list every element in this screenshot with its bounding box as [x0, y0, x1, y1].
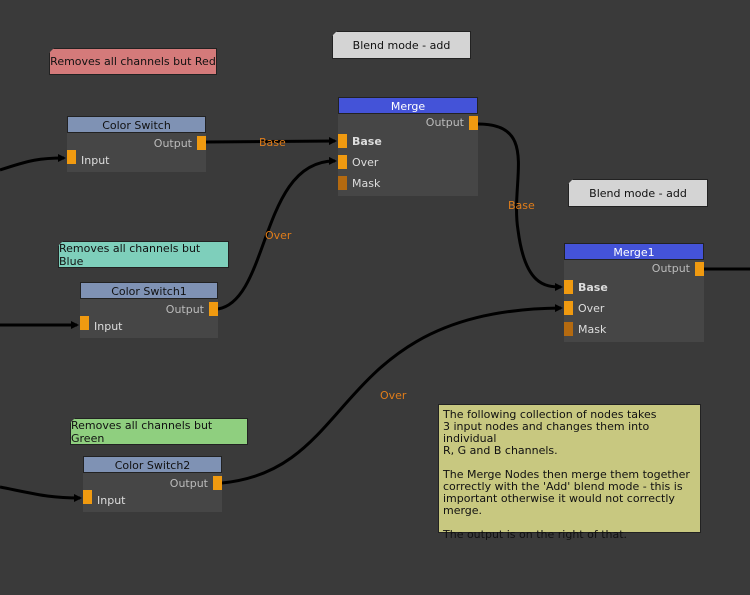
- sticky-note-green[interactable]: Removes all channels but Green: [70, 418, 248, 445]
- wire-merge-merge1-base: [477, 122, 563, 291]
- output-port[interactable]: [695, 262, 704, 276]
- wire-label-over: Over: [380, 389, 407, 402]
- input-port[interactable]: [83, 490, 92, 504]
- wire-cs2-merge1-over: [221, 304, 563, 485]
- output-port[interactable]: [213, 476, 222, 490]
- input-label: Base: [352, 135, 382, 148]
- wire-in-cs2: [0, 485, 82, 502]
- node-title[interactable]: Merge1: [564, 243, 704, 260]
- node-title[interactable]: Color Switch2: [83, 456, 222, 473]
- wire-cs1-merge-over: [217, 156, 337, 311]
- node-color-switch2[interactable]: Color Switch2 Output Input: [83, 456, 222, 512]
- sticky-note-red[interactable]: Removes all channels but Red: [49, 48, 217, 75]
- sticky-note-blend-mode[interactable]: Blend mode - add: [332, 31, 471, 59]
- node-color-switch1[interactable]: Color Switch1 Output Input: [80, 282, 218, 338]
- input-port-mask[interactable]: [338, 176, 347, 190]
- input-label: Input: [94, 320, 123, 333]
- node-title[interactable]: Color Switch: [67, 116, 206, 133]
- node-merge1[interactable]: Merge1 Output Base Over Mask: [564, 243, 704, 342]
- input-label: Input: [97, 494, 126, 507]
- node-color-switch[interactable]: Color Switch Output Input: [67, 116, 206, 172]
- input-port-over[interactable]: [338, 155, 347, 169]
- sticky-note-blue[interactable]: Removes all channels but Blue: [58, 241, 229, 268]
- wire-label-base: Base: [259, 136, 286, 149]
- input-port-base[interactable]: [338, 134, 347, 148]
- node-merge[interactable]: Merge Output Base Over Mask: [338, 97, 478, 196]
- output-port[interactable]: [209, 302, 218, 316]
- wire-label-over: Over: [265, 229, 292, 242]
- output-port[interactable]: [197, 136, 206, 150]
- output-label: Output: [425, 116, 464, 129]
- node-title[interactable]: Merge: [338, 97, 478, 114]
- input-label: Input: [81, 154, 110, 167]
- input-label: Over: [578, 302, 605, 315]
- wire-label-base: Base: [508, 199, 535, 212]
- sticky-note-blend-mode[interactable]: Blend mode - add: [568, 179, 708, 207]
- sticky-note-text: Blend mode - add: [589, 186, 687, 200]
- input-port[interactable]: [80, 316, 89, 330]
- output-port[interactable]: [469, 116, 478, 130]
- output-label: Output: [165, 303, 204, 316]
- input-label: Base: [578, 281, 608, 294]
- sticky-note-text: Removes all channels but Blue: [59, 241, 201, 268]
- input-label: Over: [352, 156, 379, 169]
- sticky-note-text: Removes all channels but Red: [50, 55, 216, 68]
- wire-in-cs0: [0, 154, 66, 172]
- sticky-note-text: Blend mode - add: [352, 38, 451, 52]
- output-label: Output: [169, 477, 208, 490]
- input-label: Mask: [578, 323, 607, 336]
- wire-cs0-merge-base: [205, 137, 337, 146]
- info-note[interactable]: The following collection of nodes takes …: [438, 404, 701, 541]
- output-label: Output: [651, 262, 690, 275]
- input-label: Mask: [352, 177, 381, 190]
- input-port-over[interactable]: [564, 301, 573, 315]
- sticky-note-text: Removes all channels but Green: [71, 418, 213, 445]
- input-port[interactable]: [67, 150, 76, 164]
- output-label: Output: [153, 137, 192, 150]
- input-port-mask[interactable]: [564, 322, 573, 336]
- input-port-base[interactable]: [564, 280, 573, 294]
- node-title[interactable]: Color Switch1: [80, 282, 218, 299]
